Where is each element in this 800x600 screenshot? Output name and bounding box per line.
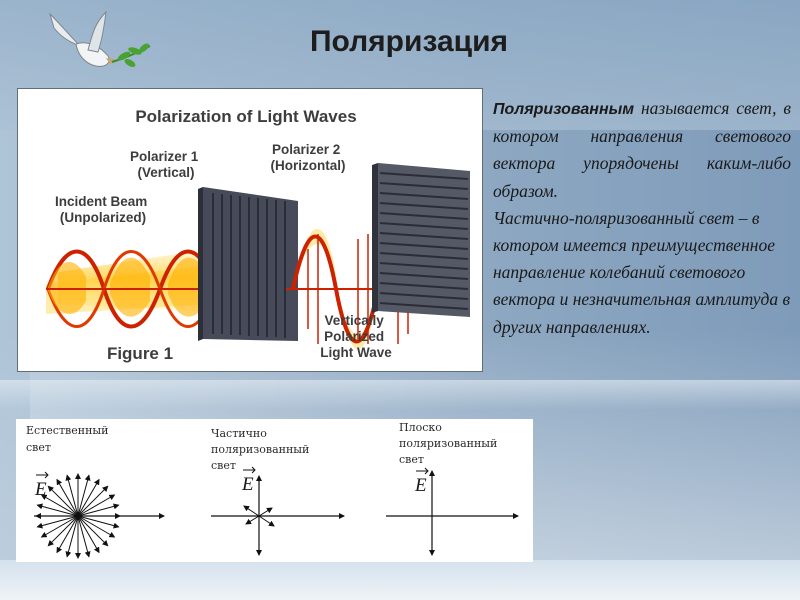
- natural-light-vector: [77, 474, 91, 517]
- result-wave-label: Vertically Polarized Light Wave: [320, 313, 392, 360]
- natural-light-vector: [77, 515, 91, 558]
- polarizer1-label: Polarizer 1 (Vertical): [130, 149, 202, 180]
- vector-e-symbol-2: E: [241, 474, 254, 495]
- natural-light-vector: [56, 515, 79, 554]
- natural-light-vector: [40, 515, 79, 538]
- natural-light-vector: [65, 474, 79, 517]
- natural-light-vector: [77, 515, 100, 554]
- natural-light-vector: [47, 485, 79, 517]
- polarization-figure: Polarization of Light Waves: [17, 88, 483, 372]
- natural-light-vector: [65, 515, 79, 558]
- figure-title: Polarization of Light Waves: [135, 107, 356, 126]
- natural-light-vector: [77, 515, 116, 538]
- partial-light-label: Частично поляризованный свет: [211, 427, 313, 472]
- polarization-diagrams: Естественный свет E Частично поляризован…: [16, 419, 533, 562]
- natural-light-vector: [40, 494, 79, 517]
- incident-beam-label: Incident Beam (Unpolarized): [55, 194, 151, 225]
- slide-title: Поляризация: [309, 25, 509, 58]
- natural-light-diagram: Естественный свет E: [26, 424, 165, 559]
- definition-paragraph-2: Частично-поляризованный свет – в котором…: [493, 207, 791, 337]
- natural-light-vector: [77, 515, 120, 529]
- natural-light-vector: [47, 515, 79, 547]
- figure-caption: Figure 1: [107, 344, 173, 363]
- dove-icon: [48, 10, 151, 67]
- term-polarized: Поляризованным: [493, 101, 635, 118]
- polarizer-vertical: [198, 187, 298, 341]
- natural-light-vector: [77, 515, 109, 547]
- definition-paragraph-1: Поляризованным называется свет, в которо…: [493, 98, 791, 201]
- natural-light-vector: [77, 485, 109, 517]
- natural-light-vector: [36, 515, 79, 529]
- natural-light-vector: [77, 503, 120, 517]
- partial-light-diagram: Частично поляризованный свет E: [211, 427, 345, 556]
- vector-e-symbol-3: E: [414, 475, 427, 496]
- polarizer2-label: Polarizer 2 (Horizontal): [271, 142, 346, 173]
- natural-light-vector: [36, 503, 79, 517]
- plane-light-diagram: Плоско поляризованный свет E: [386, 421, 519, 556]
- natural-light-vector: [77, 478, 100, 517]
- plane-light-label: Плоско поляризованный свет: [399, 421, 501, 466]
- definition-text: Поляризованным называется свет, в которо…: [493, 95, 791, 341]
- polarizer-horizontal: [372, 163, 470, 317]
- natural-light-vector: [56, 478, 79, 517]
- natural-light-label: Естественный свет: [26, 424, 112, 454]
- natural-light-vector: [77, 494, 116, 517]
